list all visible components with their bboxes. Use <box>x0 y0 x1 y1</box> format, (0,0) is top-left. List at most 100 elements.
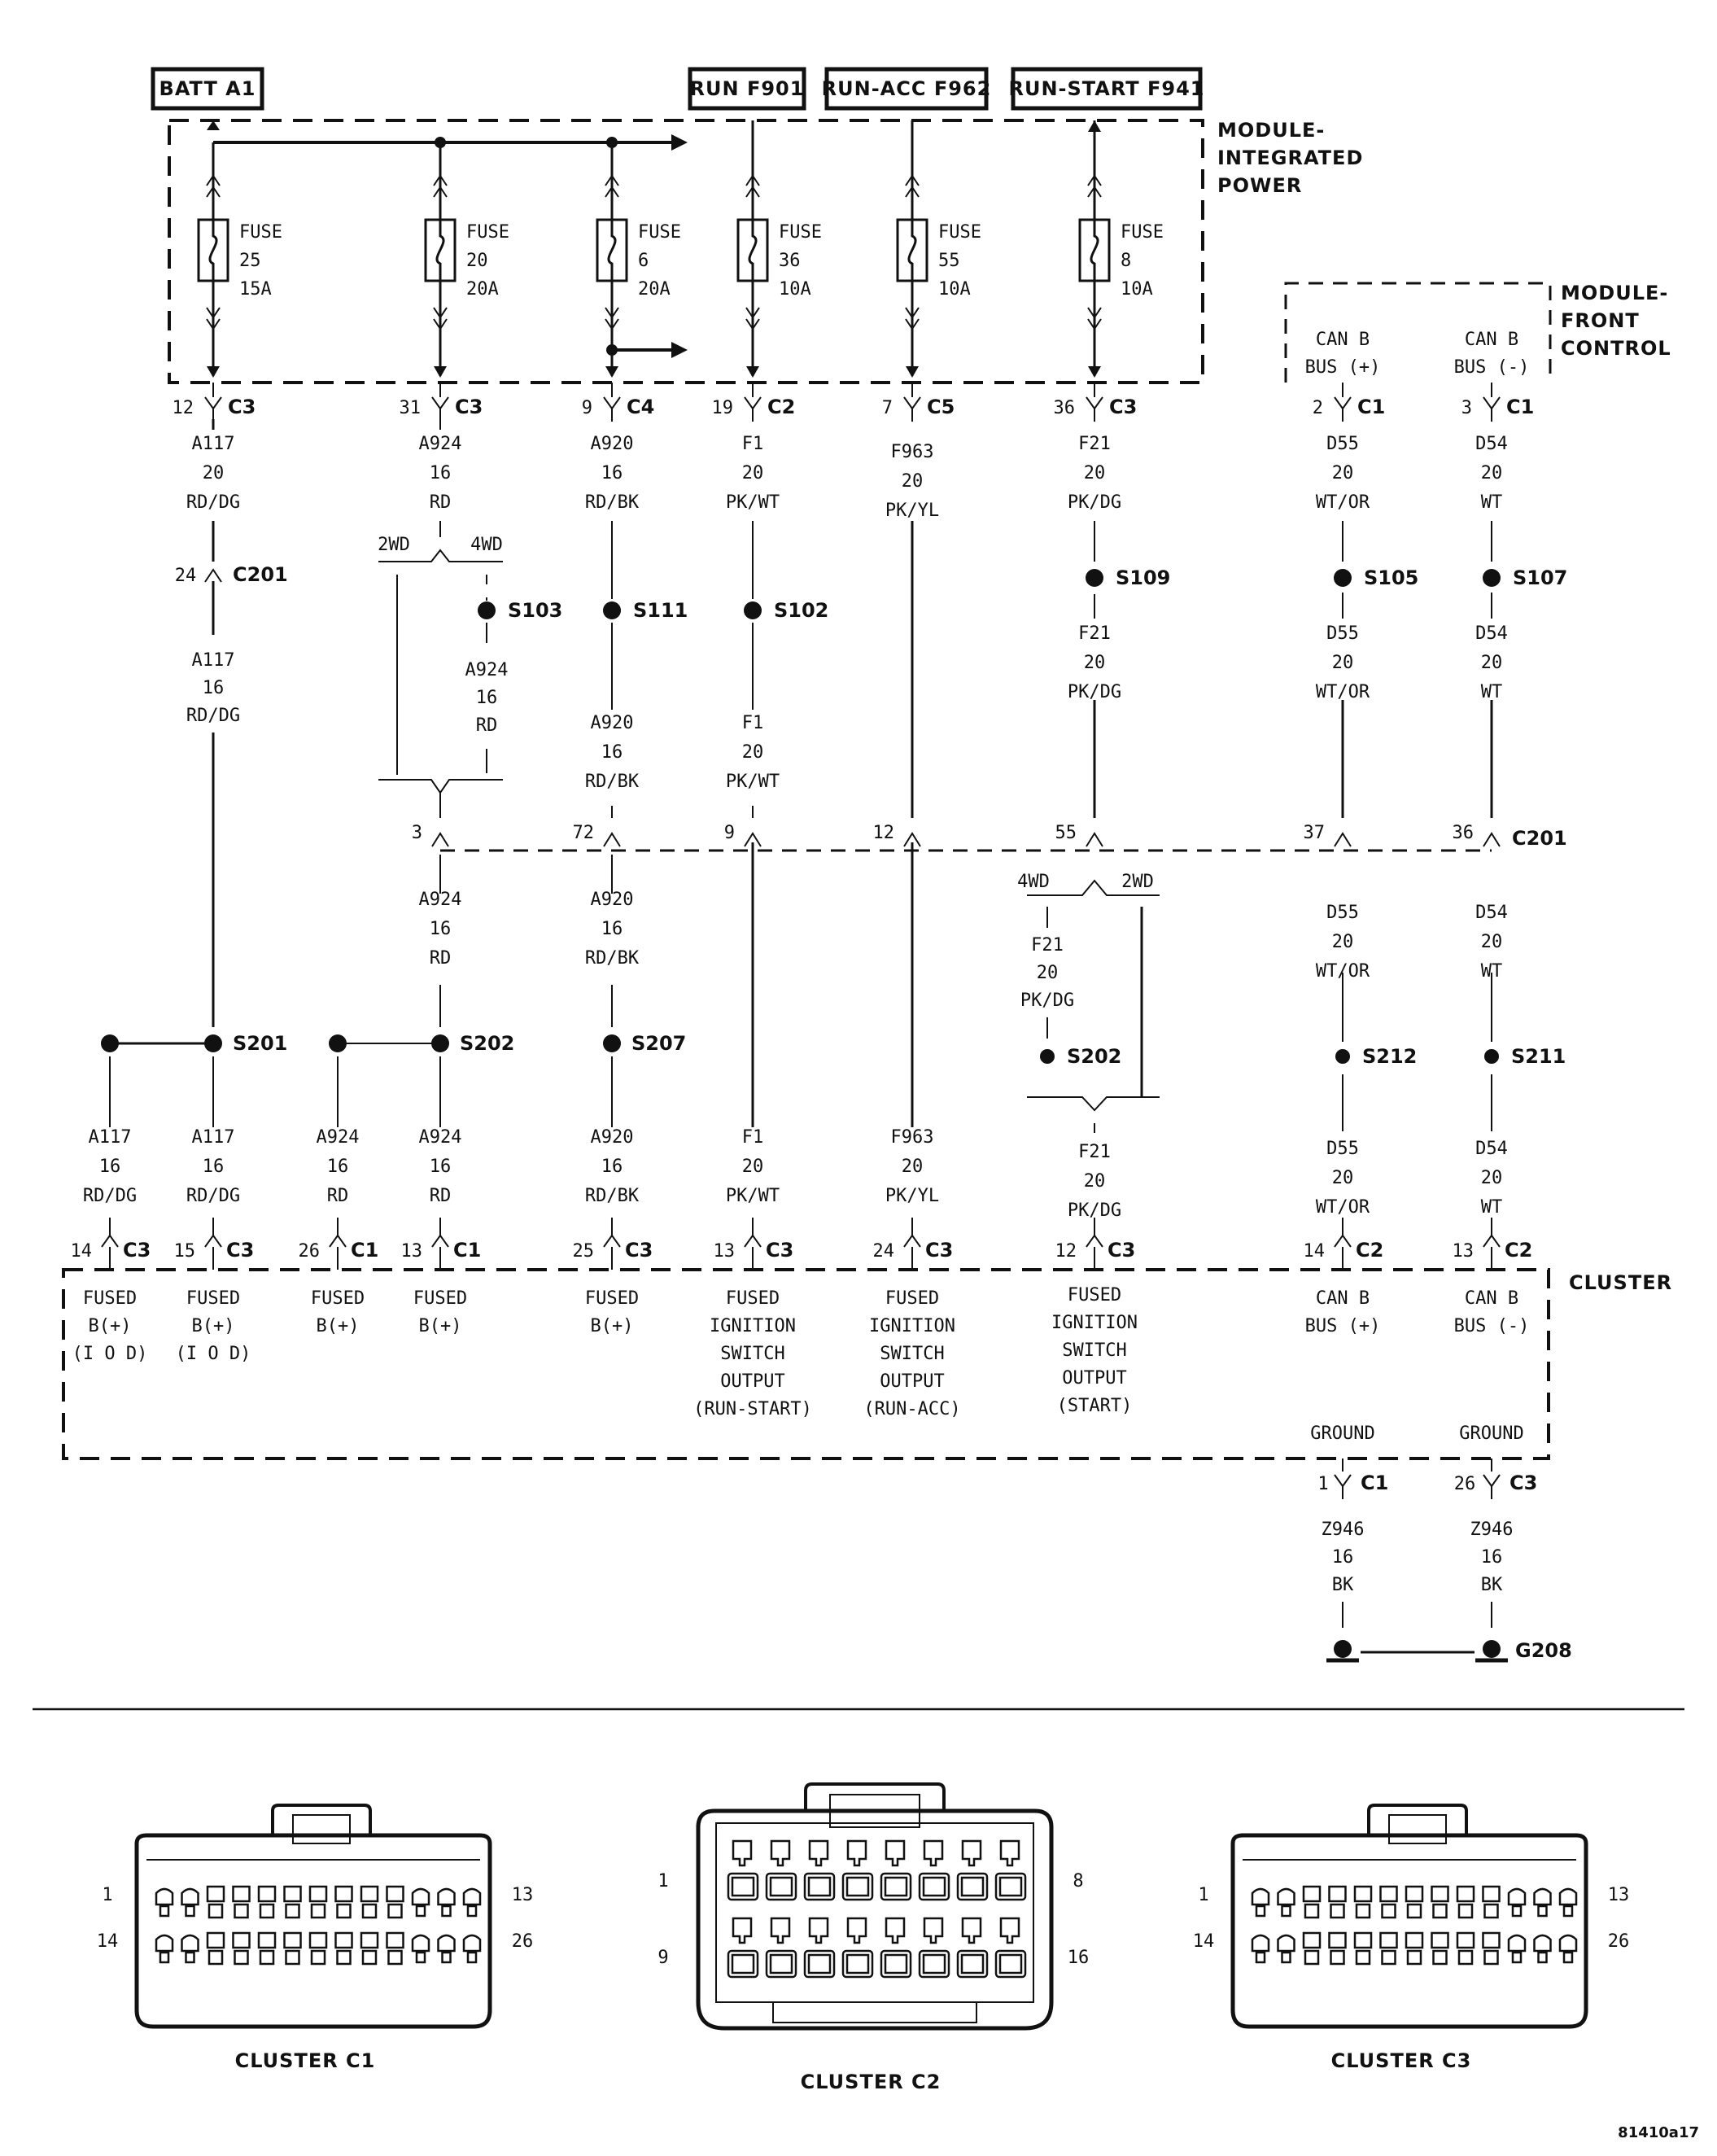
wire-lines <box>109 419 1493 1133</box>
svg-text:B(+): B(+) <box>192 1316 235 1336</box>
connector-pin <box>1533 1934 1552 1964</box>
svg-text:S201: S201 <box>233 1032 287 1055</box>
svg-text:F21: F21 <box>1078 434 1111 454</box>
svg-text:RD/BK: RD/BK <box>585 492 640 513</box>
svg-text:C1: C1 <box>1361 1472 1388 1494</box>
svg-text:S212: S212 <box>1362 1045 1417 1068</box>
svg-text:26: 26 <box>1454 1474 1476 1494</box>
svg-text:A117: A117 <box>192 650 235 671</box>
svg-text:1: 1 <box>102 1885 112 1905</box>
connector-pin <box>283 1885 302 1919</box>
svg-text:C3: C3 <box>1108 1239 1135 1262</box>
connector-pin <box>1302 1885 1322 1919</box>
svg-text:16: 16 <box>476 688 498 708</box>
svg-text:15: 15 <box>174 1241 196 1262</box>
svg-text:BUS (-): BUS (-) <box>1454 357 1530 378</box>
connector-pin <box>841 1917 874 1979</box>
svg-text:F1: F1 <box>742 1127 764 1148</box>
connector-pin <box>1558 1887 1578 1918</box>
connector-pin <box>1379 1885 1398 1919</box>
svg-text:C1: C1 <box>1506 396 1534 418</box>
svg-text:12: 12 <box>873 823 895 843</box>
lower-wire-labels: A11716RD/DGA11716RD/DGA92416RDA92416RDA9… <box>83 1127 1508 1221</box>
svg-text:31: 31 <box>400 398 422 418</box>
svg-text:4WD: 4WD <box>1017 872 1050 892</box>
svg-text:RD/BK: RD/BK <box>585 1186 640 1206</box>
svg-text:2: 2 <box>1313 398 1323 418</box>
svg-text:PK/YL: PK/YL <box>885 501 939 521</box>
connector-pin <box>257 1931 277 1966</box>
svg-text:A117: A117 <box>89 1127 132 1148</box>
svg-text:3: 3 <box>1461 398 1472 418</box>
splice-s211: S211 <box>1484 1045 1566 1068</box>
svg-text:2WD: 2WD <box>1121 872 1154 892</box>
svg-text:7: 7 <box>882 398 893 418</box>
svg-text:10A: 10A <box>779 279 811 300</box>
svg-text:RD/DG: RD/DG <box>186 706 240 726</box>
mfc-pin-labels: CAN B BUS (+) CAN B BUS (-) <box>1305 330 1530 378</box>
svg-text:4WD: 4WD <box>470 535 503 555</box>
svg-text:PK/DG: PK/DG <box>1068 492 1121 513</box>
connector-pin <box>1431 1931 1449 1966</box>
svg-text:D54: D54 <box>1475 903 1508 923</box>
svg-text:20: 20 <box>1332 932 1354 952</box>
svg-text:D55: D55 <box>1326 1139 1359 1159</box>
svg-text:C3: C3 <box>1109 396 1137 418</box>
svg-text:WT/OR: WT/OR <box>1316 682 1370 702</box>
connector-pin <box>232 1885 251 1919</box>
svg-text:S105: S105 <box>1364 566 1418 589</box>
svg-text:(RUN-START): (RUN-START) <box>693 1399 812 1419</box>
svg-text:20: 20 <box>742 463 764 483</box>
svg-text:20: 20 <box>742 742 764 763</box>
connector-pin <box>206 1931 225 1966</box>
svg-text:C1: C1 <box>351 1239 378 1262</box>
svg-text:BUS (-): BUS (-) <box>1454 1316 1530 1336</box>
connector-pin <box>232 1931 251 1966</box>
svg-text:36: 36 <box>779 251 801 271</box>
svg-text:12: 12 <box>173 398 194 418</box>
connector-pin <box>155 1887 174 1918</box>
wire-f21-4wd: F21 20 PK/DG <box>1020 935 1074 1011</box>
svg-text:BUS (+): BUS (+) <box>1305 1316 1381 1336</box>
svg-text:D55: D55 <box>1326 623 1359 644</box>
cluster-module-label: CLUSTER <box>1569 1271 1672 1294</box>
svg-text:INTEGRATED: INTEGRATED <box>1217 147 1363 169</box>
svg-text:C201: C201 <box>233 563 288 586</box>
svg-text:16: 16 <box>1332 1547 1354 1568</box>
svg-text:PK/DG: PK/DG <box>1068 682 1121 702</box>
connector-pin <box>994 1839 1027 1901</box>
splice-dot <box>329 1034 347 1052</box>
source-run-start-f941: RUN-START F941 <box>1008 67 1204 111</box>
svg-text:WT: WT <box>1481 1197 1503 1218</box>
svg-text:14: 14 <box>1193 1931 1215 1952</box>
connector-pin <box>155 1934 174 1964</box>
svg-text:GROUND: GROUND <box>1310 1423 1374 1444</box>
svg-text:C2: C2 <box>1505 1239 1532 1262</box>
connector-pin <box>1558 1934 1578 1964</box>
svg-text:1: 1 <box>1198 1885 1208 1905</box>
connector-pin <box>1507 1934 1527 1964</box>
svg-text:MODULE-: MODULE- <box>1561 282 1668 304</box>
connector-pin <box>462 1934 482 1964</box>
svg-text:C3: C3 <box>123 1239 151 1262</box>
